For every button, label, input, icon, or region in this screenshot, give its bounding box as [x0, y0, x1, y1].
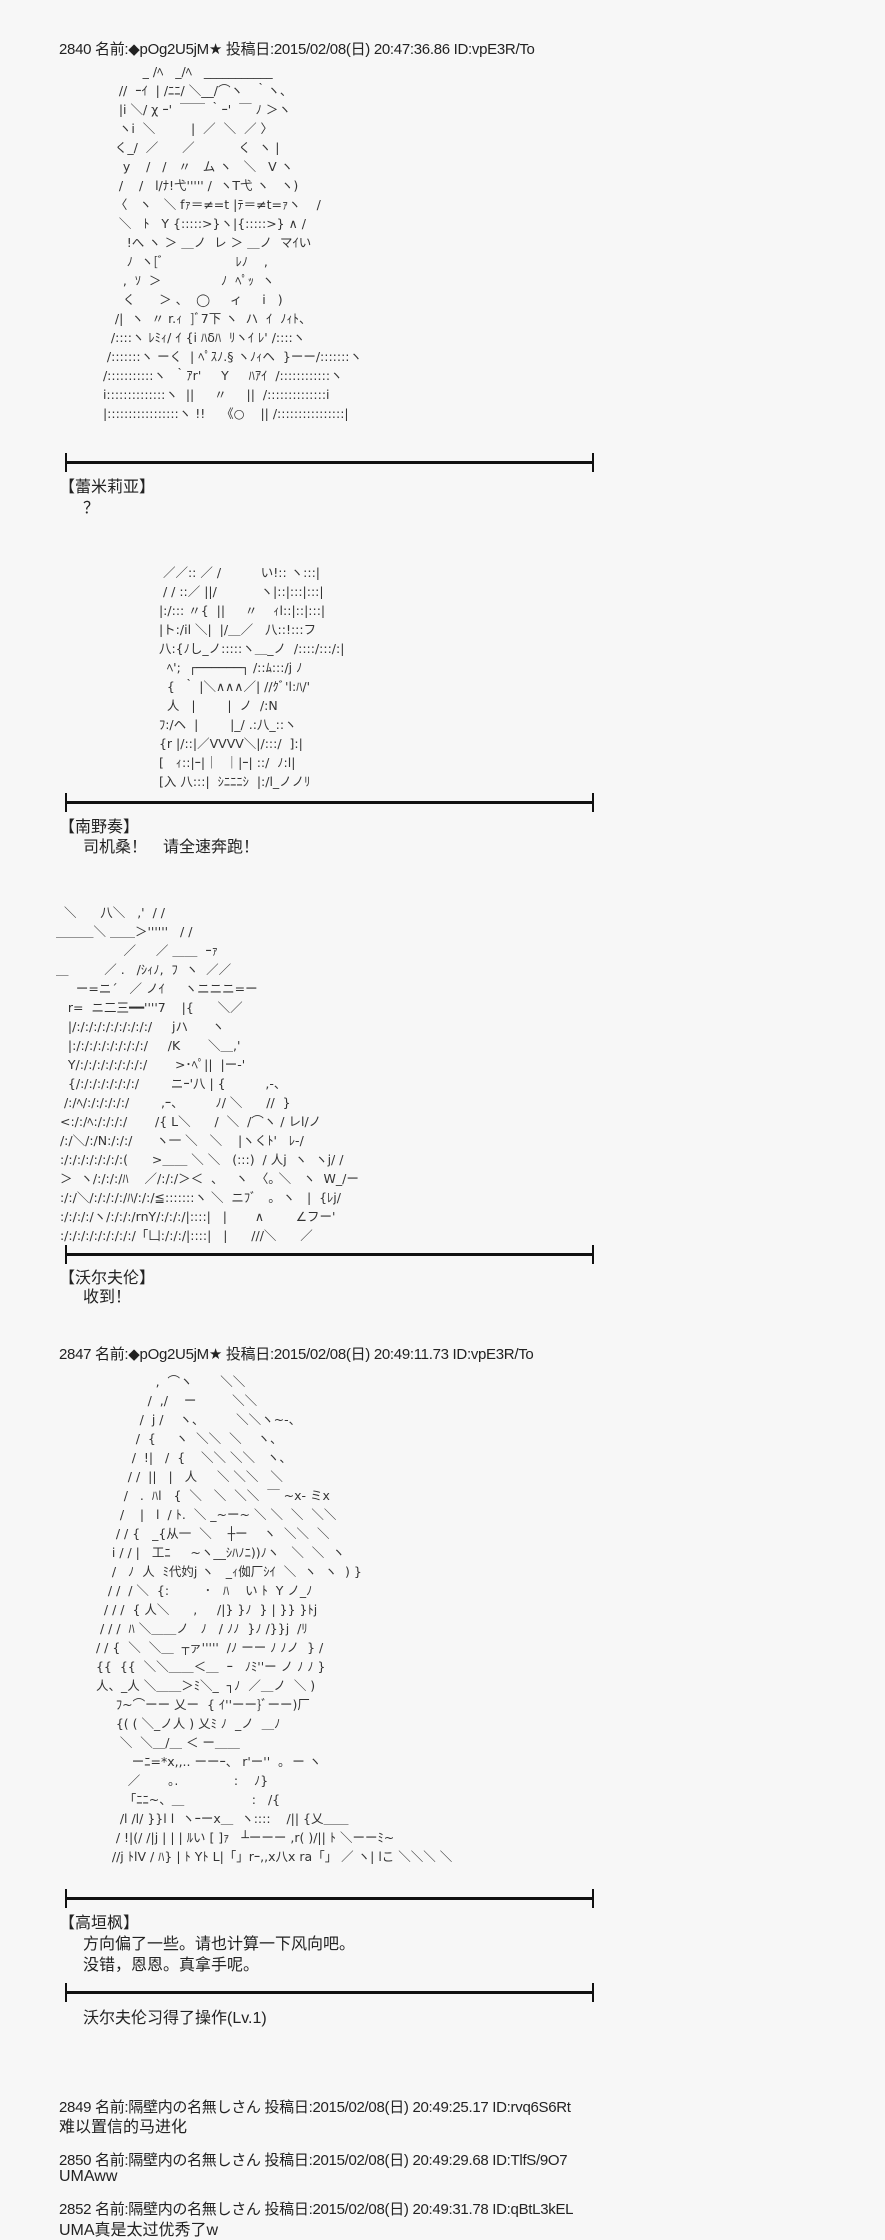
post-header: 2850 名前:隔壁内の名無しさん 投稿日:2015/02/08(日) 20:4… — [59, 2152, 568, 2169]
divider-line — [65, 453, 594, 472]
speaker-label: 【高垣枫】 — [59, 1915, 140, 1932]
dialogue-line: 方向偏了一些。请也计算一下风向吧。 — [83, 1936, 356, 1953]
post-body: 难以置信的马进化 — [59, 2119, 188, 2136]
system-message: 沃尔夫伦习得了操作(Lv.1) — [83, 2010, 267, 2027]
speaker-label: 【南野奏】 — [59, 819, 140, 836]
dialogue-line: ？ — [83, 500, 100, 517]
ascii-art-minamino: ／／:: ／ / い!:: ヽ:::| / / ::／ ||/ ヽ|::|:::… — [158, 565, 345, 789]
dialogue-line: 司机桑！ 请全速奔跑！ — [83, 839, 260, 856]
post-body: UMAww — [59, 2168, 118, 2185]
speaker-label: 【沃尔夫伦】 — [59, 1270, 156, 1287]
ascii-art-wolfram: ＼ 八＼ ,' / / ＿＿＿＼ ＿＿＞'''''' / / ／ ／ ＿＿ ｰｧ… — [56, 905, 359, 1243]
speaker-label: 【蕾米莉亚】 — [59, 479, 156, 496]
post-header: 2852 名前:隔壁内の名無しさん 投稿日:2015/02/08(日) 20:4… — [59, 2201, 574, 2218]
dialogue-line: 没错，恩恩。真拿手呢。 — [83, 1957, 260, 1974]
dialogue-line: 收到！ — [83, 1289, 132, 1306]
divider-line — [65, 793, 594, 812]
post-header: 2847 名前:◆pOg2U5jM★ 投稿日:2015/02/08(日) 20:… — [59, 1346, 534, 1363]
divider-line — [65, 1245, 594, 1264]
divider-line — [65, 1983, 594, 2002]
post-body: UMA真是太过优秀了w — [59, 2222, 219, 2239]
post-header: 2840 名前:◆pOg2U5jM★ 投稿日:2015/02/08(日) 20:… — [59, 41, 535, 58]
divider-line — [65, 1889, 594, 1908]
ascii-art-remilia: _ /ﾍ _/ﾍ ___________ // ｰｲ | /ﾆﾆ/ ＼__/⌒ヽ… — [102, 64, 363, 421]
ascii-art-takagaki: , ⌒ヽ ＼＼ / ,/ ー ＼＼ / j / ヽ、 ＼＼ヽ~-、 / { ヽ … — [95, 1374, 453, 1864]
post-header: 2849 名前:隔壁内の名無しさん 投稿日:2015/02/08(日) 20:4… — [59, 2099, 571, 2116]
